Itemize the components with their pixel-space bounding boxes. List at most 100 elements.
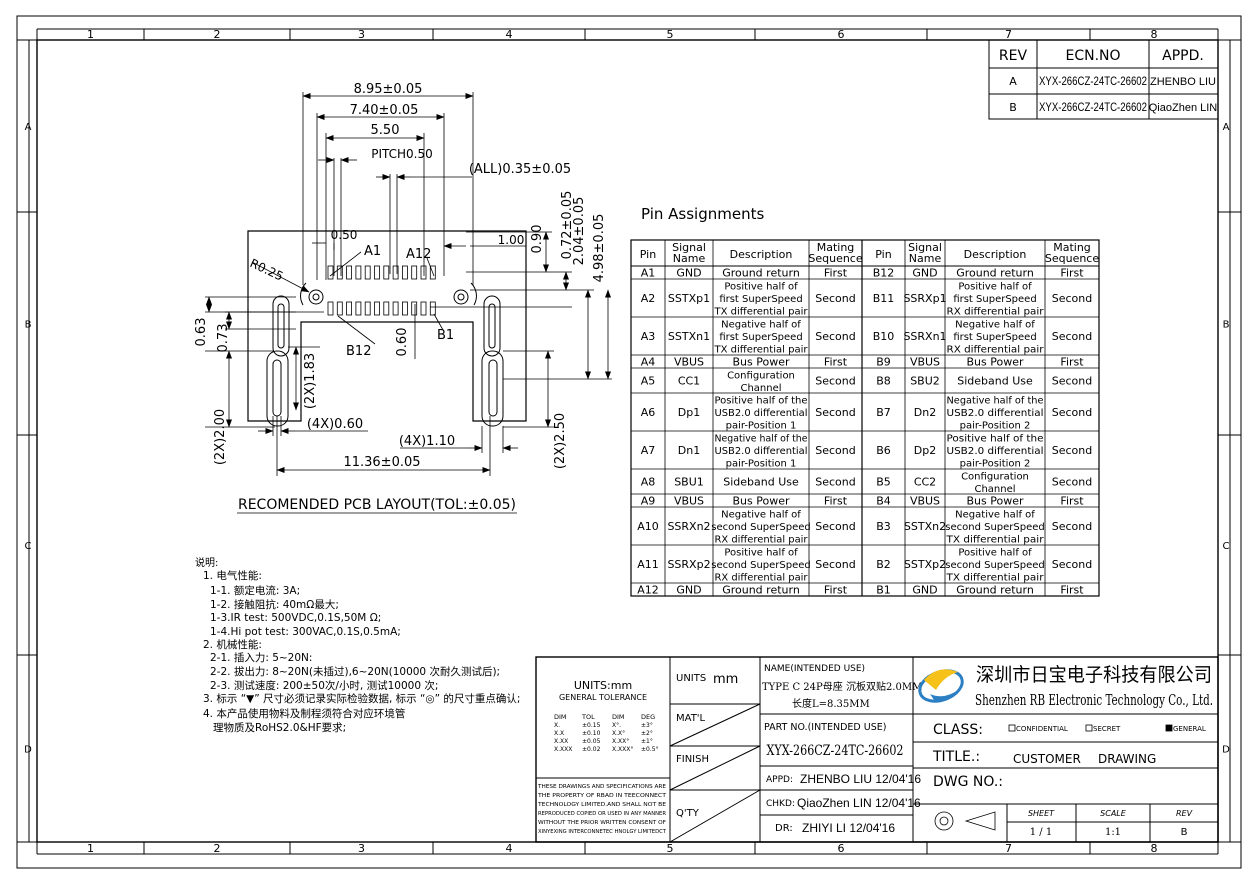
- tolerance-cell: X.XXX°: [612, 746, 633, 753]
- pin-cell: SSTXp2: [904, 558, 946, 571]
- tolerance-cell: X.: [554, 722, 560, 729]
- title-value-drawing: DRAWING: [1098, 752, 1156, 766]
- appd-label: APPD:: [766, 775, 793, 785]
- company-logo: [918, 669, 964, 703]
- qty-label: Q'TY: [676, 808, 700, 819]
- rev-a: A: [1009, 75, 1017, 88]
- dim-2-50: (2X)2.50: [553, 413, 568, 469]
- column-label-top: 7: [1005, 28, 1012, 41]
- pin-cell: B12: [873, 267, 895, 280]
- part-value: XYX-266CZ-24TC-26602: [767, 743, 904, 759]
- pin-cell: Dp2: [914, 444, 936, 457]
- top-pad: [411, 265, 418, 280]
- dim-0-90: 0.90: [530, 225, 545, 254]
- top-pad: [383, 265, 390, 280]
- pin-cell: Second: [815, 292, 855, 305]
- pad-rows: [327, 265, 436, 316]
- name-label: NAME(INTENDED USE): [764, 664, 865, 674]
- disclaimer-line: XINYEXING INTERCONNETEC HNOLGY LIMITEDCT: [538, 829, 667, 835]
- column-label-top: 3: [358, 28, 365, 41]
- pin-cell: First: [824, 495, 848, 508]
- pin-description: Positive half of: [724, 548, 798, 559]
- pin-description: first SuperSpeed: [719, 294, 802, 305]
- pin-cell: A12: [637, 584, 659, 597]
- dr-label: DR:: [775, 823, 793, 834]
- note-line: 2-1. 插入力: 5~20N:: [210, 651, 312, 664]
- mounting-holes: [300, 282, 477, 306]
- pin-cell: Dn1: [678, 444, 700, 457]
- bottom-pad: [411, 301, 418, 316]
- pin-description: second SuperSpeed: [945, 560, 1045, 571]
- tolerance-cell: ±2°: [641, 730, 653, 737]
- top-pad: [401, 265, 408, 280]
- checkbox-general: [1165, 724, 1173, 732]
- pin-description: USB2.0 differential: [947, 446, 1044, 457]
- units-field-value: mm: [713, 672, 738, 687]
- units-label: UNITS:mm: [574, 679, 632, 692]
- pin-cell: GND: [676, 267, 701, 280]
- note-line: 2. 机械性能:: [203, 638, 262, 651]
- tolerance-cell: DIM: [554, 713, 567, 721]
- pin-description: Ground return: [722, 584, 800, 597]
- pin-description: pair-Position 1: [726, 459, 797, 470]
- pin-cell: B3: [876, 520, 891, 533]
- pin-cell: Second: [815, 520, 855, 533]
- bottom-pad: [401, 301, 408, 316]
- pin-cell: First: [824, 267, 848, 280]
- bottom-pad: [355, 301, 362, 316]
- pin-cell: B8: [876, 375, 891, 388]
- pin-table-header: Pin: [640, 248, 656, 261]
- title-value-customer: CUSTOMER: [1013, 752, 1081, 766]
- top-pad: [374, 265, 380, 280]
- pin-table-header: Description: [964, 248, 1027, 261]
- pin-cell: Second: [1052, 520, 1092, 533]
- pin-description: Sideband Use: [723, 476, 799, 489]
- pin-cell: GND: [912, 267, 937, 280]
- pin-cell: Second: [1052, 444, 1092, 457]
- title-block: [535, 656, 1219, 843]
- pin-description: Positive half of: [958, 282, 1032, 293]
- matl-label: MAT'L: [676, 713, 706, 724]
- class-confidential: CONFIDENTIAL: [1016, 725, 1068, 733]
- class-option-general: GENERAL: [1165, 724, 1206, 733]
- top-pad: [355, 265, 362, 280]
- pin-cell: SSRXp1: [903, 292, 946, 305]
- top-pad: [336, 265, 343, 280]
- pin-description: Ground return: [956, 584, 1034, 597]
- pin-cell: SSTXn1: [668, 330, 710, 343]
- bottom-pad: [336, 301, 343, 316]
- dim-2-00: (2X)2.00: [213, 409, 228, 465]
- pin-description: pair-Position 1: [726, 421, 797, 432]
- dim-4x-0-60: (4X)0.60: [307, 417, 363, 432]
- bottom-pad: [364, 301, 371, 316]
- pin-cell: A8: [641, 476, 656, 489]
- pin-cell: B2: [876, 558, 891, 571]
- units-field-label: UNITS: [676, 673, 706, 684]
- frame-ticks: [17, 29, 1241, 854]
- ecn-header: ECN.NO: [1065, 48, 1120, 64]
- label-a1: A1: [364, 244, 381, 259]
- pin-cell: A10: [637, 520, 659, 533]
- dim-4-98: 4.98±0.05: [592, 214, 607, 283]
- appd-header: APPD.: [1162, 48, 1204, 64]
- column-label-bottom: 1: [87, 842, 94, 855]
- pin-cell: A2: [641, 292, 656, 305]
- tolerance-cell: ±1°: [641, 738, 653, 745]
- dim-all-0-35: (ALL)0.35±0.05: [469, 162, 571, 177]
- pin-cell: SSTXn2: [904, 520, 946, 533]
- pin-description: TX differential pair: [945, 573, 1044, 584]
- pin-cell: VBUS: [910, 356, 940, 369]
- top-pad: [429, 265, 436, 280]
- appd-a: ZHENBO LIU: [1150, 76, 1216, 88]
- pin-description: RX differential pair: [715, 573, 809, 584]
- pin-description: pair-Position 2: [960, 421, 1031, 432]
- tolerance-cell: X.XX°: [612, 738, 629, 745]
- pin-table-title: Pin Assignments: [641, 205, 764, 223]
- top-pad: [346, 265, 353, 280]
- pin-cell: Second: [815, 476, 855, 489]
- pin-description: Bus Power: [732, 356, 789, 369]
- pin-cell: B6: [876, 444, 891, 457]
- pin-cell: VBUS: [674, 356, 704, 369]
- tolerance-cell: X.X: [554, 730, 564, 737]
